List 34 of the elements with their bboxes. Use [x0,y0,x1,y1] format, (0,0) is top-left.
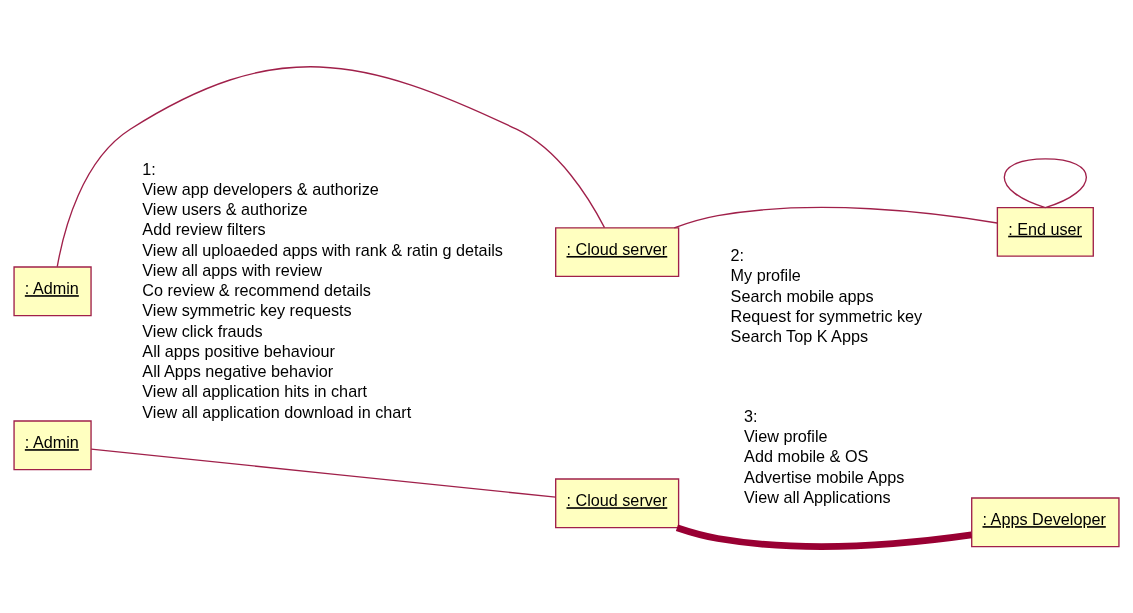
label: Search Top K Apps [730,327,868,346]
node-box: : Cloud server [555,227,680,278]
label: Search mobile apps [730,286,874,305]
label: View profile [744,427,828,446]
label: 2: [730,246,745,265]
connector [675,524,972,550]
label: View all application download in chart [142,402,412,421]
label: View click frauds [142,321,263,340]
node-box: : Apps Developer [971,497,1120,548]
label: View all uploaeded apps with rank & ratin g details [142,240,503,259]
label: Request for symmetric key [730,306,923,325]
label: Advertise mobile Apps [744,467,905,486]
label: View all apps with review [142,260,323,279]
connector [1003,158,1088,209]
label: View app developers & authorize [142,179,379,198]
connector [90,448,557,498]
connector [673,206,998,229]
label: Add review filters [142,220,266,239]
label: View all Applications [744,487,891,506]
node-box: : End user [996,206,1094,257]
label: Co review & recommend details [142,281,371,300]
node-box: : Cloud server [555,478,680,529]
label: All apps positive behaviour [142,341,335,360]
label: 3: [744,406,758,425]
label: View all application hits in chart [142,382,368,401]
label: 1: [142,159,156,178]
label: All Apps negative behavior [142,362,334,381]
label: View users & authorize [142,200,308,219]
node-box: : Admin [13,420,92,471]
label: View symmetric key requests [142,301,352,320]
node-box: : Admin [13,266,92,317]
label: My profile [730,266,801,285]
label: Add mobile & OS [744,447,869,466]
connector [56,66,606,268]
